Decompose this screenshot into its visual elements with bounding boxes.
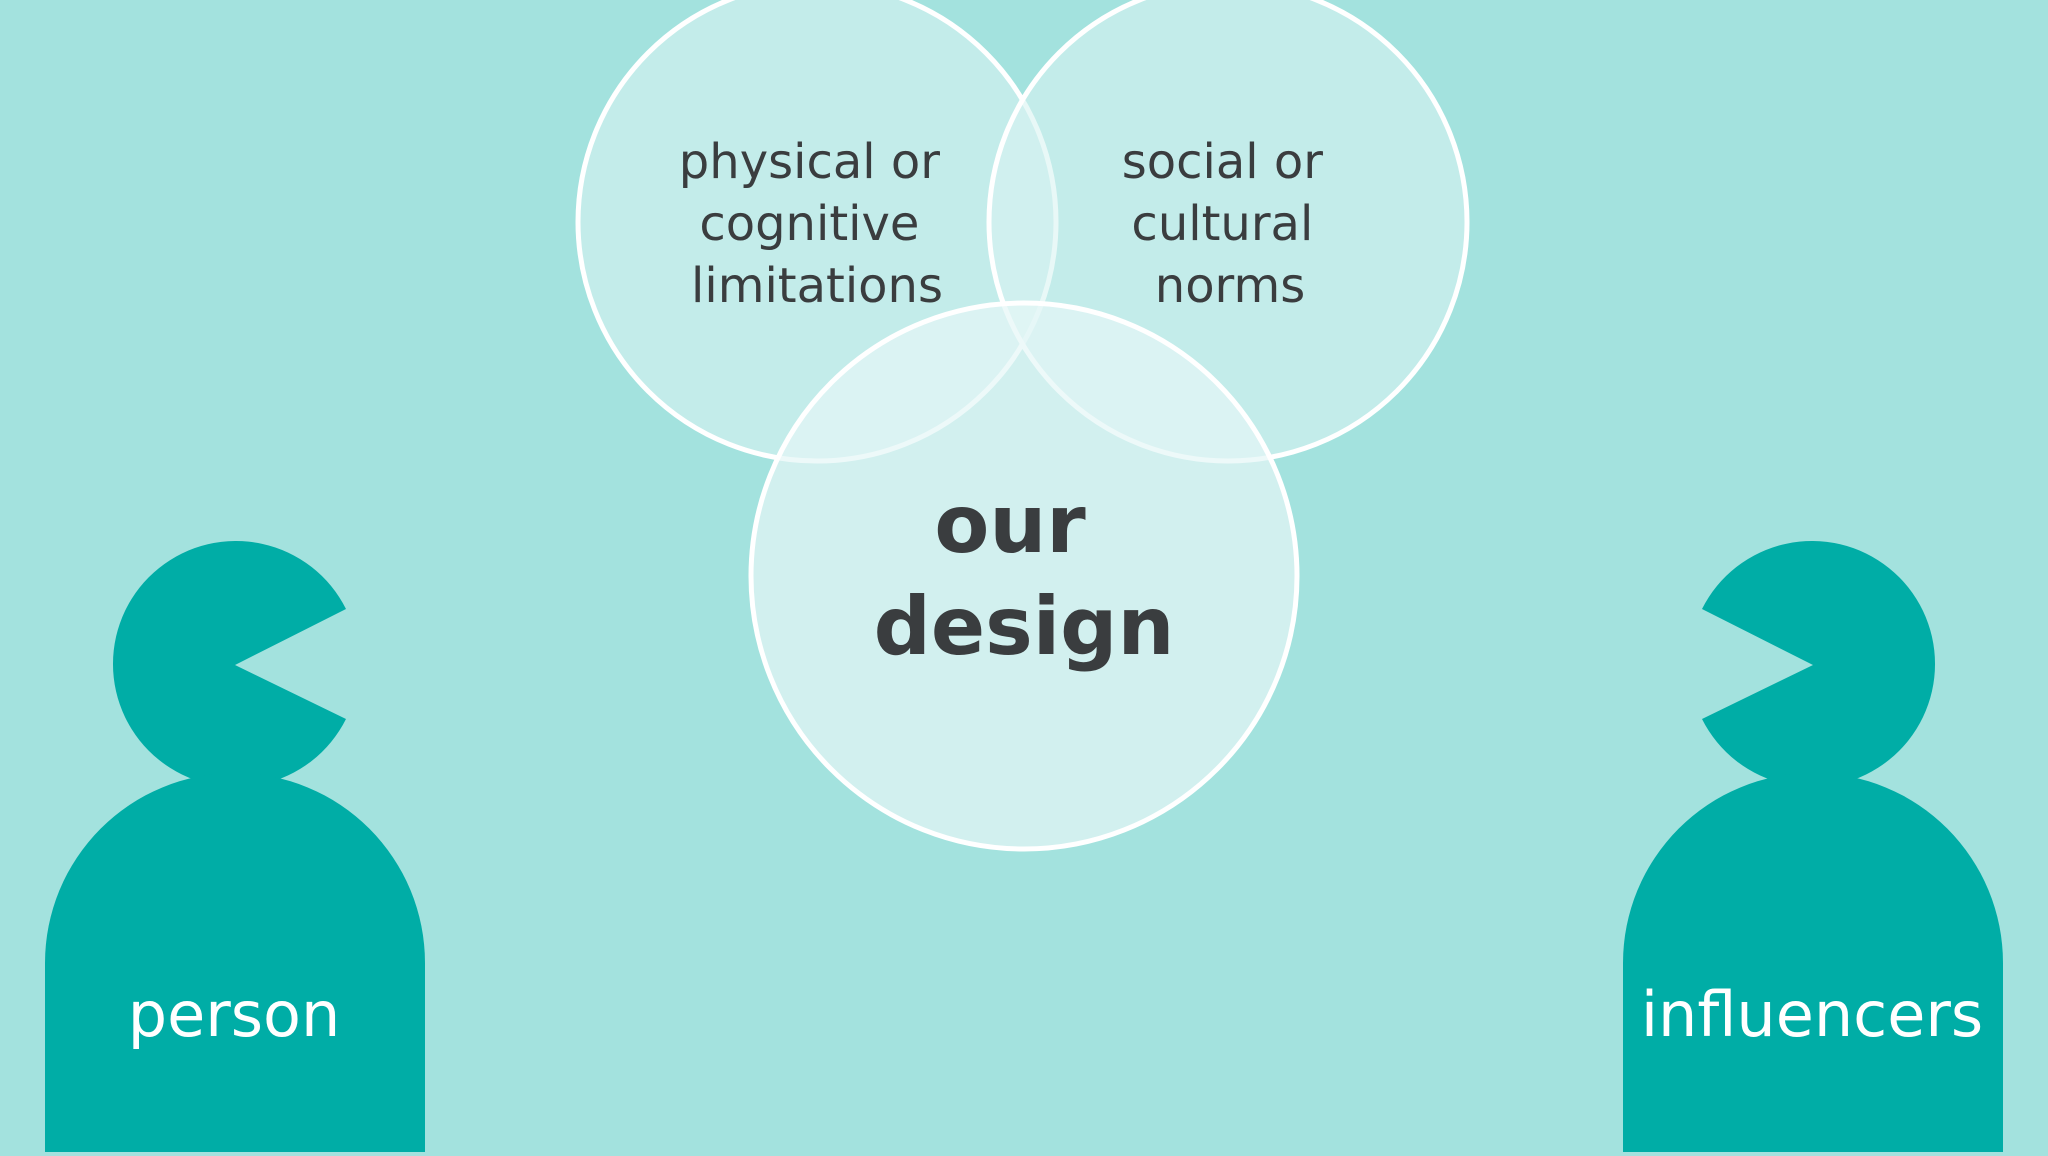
right-circle-label-line: cultural	[1131, 196, 1313, 252]
left-circle-label: physical or cognitive limitations	[679, 134, 955, 314]
center-circle-label: our design	[874, 478, 1175, 673]
person-head-icon	[112, 540, 346, 787]
left-circle-label-line: cognitive	[699, 196, 919, 252]
influencers-figure: influencers	[1623, 540, 2003, 1152]
right-circle-label-line: norms	[1155, 258, 1305, 314]
influencers-label: influencers	[1641, 978, 1983, 1051]
influencers-body-icon	[1623, 773, 2003, 1152]
left-circle-label-line: physical or	[679, 134, 940, 190]
person-body-icon	[45, 773, 425, 1152]
right-circle-label: social or cultural norms	[1122, 134, 1338, 314]
center-circle-label-line: our	[934, 478, 1086, 571]
right-circle-label-line: social or	[1122, 134, 1323, 190]
person-figure: person	[45, 540, 425, 1152]
person-label: person	[128, 978, 341, 1051]
left-circle-label-line: limitations	[691, 258, 943, 314]
center-circle-label-line: design	[874, 580, 1175, 673]
venn-diagram: physical or cognitive limitations social…	[575, 0, 1470, 852]
influencers-head-icon	[1702, 540, 1936, 787]
venn-circle-our-design	[748, 300, 1300, 852]
